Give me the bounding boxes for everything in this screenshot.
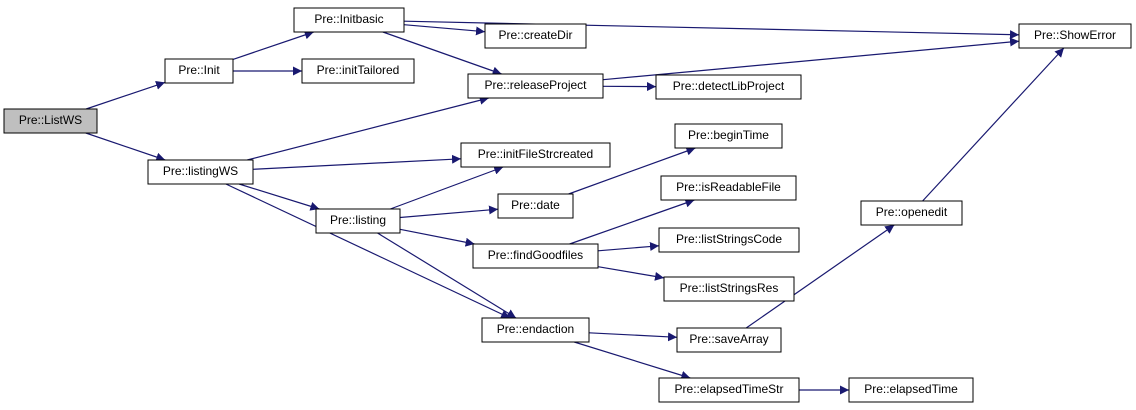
node-endaction[interactable]: Pre::endaction <box>481 317 590 343</box>
edge-findgoodfiles-to-liststringscode <box>597 242 660 252</box>
node-listws[interactable]: Pre::ListWS <box>3 108 98 134</box>
node-label: Pre::date <box>511 198 560 212</box>
edge-listing-to-endaction <box>377 232 517 319</box>
edge-endaction-to-elapsedtimestr <box>574 341 691 380</box>
node-detectlibproject[interactable]: Pre::detectLibProject <box>655 74 802 100</box>
edge-openedit-to-showerror <box>922 47 1065 202</box>
edge-releaseproject-to-showerror <box>602 37 1020 81</box>
node-begintime[interactable]: Pre::beginTime <box>674 123 783 149</box>
edge-listingws-to-endaction <box>225 183 511 319</box>
node-label: Pre::createDir <box>498 28 572 42</box>
node-listingws[interactable]: Pre::listingWS <box>147 159 254 185</box>
edge-findgoodfiles-to-isreadablefile <box>569 198 695 245</box>
node-label: Pre::detectLibProject <box>673 79 785 93</box>
node-label: Pre::elapsedTimeStr <box>675 382 784 396</box>
node-label: Pre::openedit <box>876 205 948 219</box>
node-label: Pre::listStringsCode <box>676 232 782 246</box>
node-label: Pre::elapsedTime <box>864 382 958 396</box>
node-label: Pre::listingWS <box>163 164 238 178</box>
node-init[interactable]: Pre::Init <box>164 58 234 84</box>
edge-findgoodfiles-to-liststringsres <box>597 266 665 281</box>
edge-savearray-to-openedit <box>745 224 895 329</box>
edge-listing-to-findgoodfiles <box>399 228 475 247</box>
node-label: Pre::initFileStrcreated <box>478 147 593 161</box>
edge-endaction-to-savearray <box>588 332 678 342</box>
node-label: Pre::listStringsRes <box>680 281 779 295</box>
edge-listingws-to-listing <box>238 183 320 211</box>
node-date[interactable]: Pre::date <box>497 193 574 219</box>
node-label: Pre::ListWS <box>19 113 82 127</box>
edge-init-to-initbasic <box>232 30 314 60</box>
node-inittailored[interactable]: Pre::initTailored <box>301 58 415 84</box>
node-label: Pre::ShowError <box>1034 28 1116 42</box>
node-label: Pre::Init <box>178 63 220 77</box>
node-isreadablefile[interactable]: Pre::isReadableFile <box>660 175 797 201</box>
edge-listws-to-init <box>85 81 166 110</box>
edge-listing-to-date <box>399 205 499 219</box>
node-releaseproject[interactable]: Pre::releaseProject <box>467 73 604 99</box>
node-elapsedtime[interactable]: Pre::elapsedTime <box>848 377 974 403</box>
edge-initbasic-to-createdir <box>403 24 486 36</box>
node-label: Pre::endaction <box>497 322 574 336</box>
node-label: Pre::isReadableFile <box>676 180 781 194</box>
node-elapsedtimestr[interactable]: Pre::elapsedTimeStr <box>658 377 800 403</box>
edge-listws-to-listingws <box>85 132 166 162</box>
node-liststringscode[interactable]: Pre::listStringsCode <box>658 227 800 253</box>
node-listing[interactable]: Pre::listing <box>315 208 401 234</box>
node-savearray[interactable]: Pre::saveArray <box>676 327 782 353</box>
node-createdir[interactable]: Pre::createDir <box>484 23 587 49</box>
nodes-layer: Pre::ListWS Pre::Init Pre::listingWS Pre… <box>3 7 1132 403</box>
edge-listingws-to-initfilestrcreated <box>252 154 462 170</box>
edge-listing-to-initfilestrcreated <box>390 165 504 210</box>
node-label: Pre::listing <box>330 213 386 227</box>
edge-initbasic-to-releaseproject <box>382 31 502 76</box>
edges-layer <box>85 20 1065 395</box>
node-findgoodfiles[interactable]: Pre::findGoodfiles <box>472 243 599 269</box>
node-initfilestrcreated[interactable]: Pre::initFileStrcreated <box>460 142 611 168</box>
node-initbasic[interactable]: Pre::Initbasic <box>293 7 405 33</box>
node-liststringsres[interactable]: Pre::listStringsRes <box>663 276 795 302</box>
node-showerror[interactable]: Pre::ShowError <box>1018 23 1132 49</box>
node-label: Pre::Initbasic <box>314 12 383 26</box>
edge-date-to-begintime <box>568 146 696 195</box>
node-label: Pre::saveArray <box>689 332 768 346</box>
node-openedit[interactable]: Pre::openedit <box>860 200 963 226</box>
node-label: Pre::releaseProject <box>484 78 587 92</box>
node-label: Pre::beginTime <box>688 128 769 142</box>
node-label: Pre::findGoodfiles <box>488 248 583 262</box>
edge-initbasic-to-showerror <box>403 20 1020 40</box>
node-label: Pre::initTailored <box>317 63 400 77</box>
edge-listingws-to-releaseproject <box>247 95 489 161</box>
